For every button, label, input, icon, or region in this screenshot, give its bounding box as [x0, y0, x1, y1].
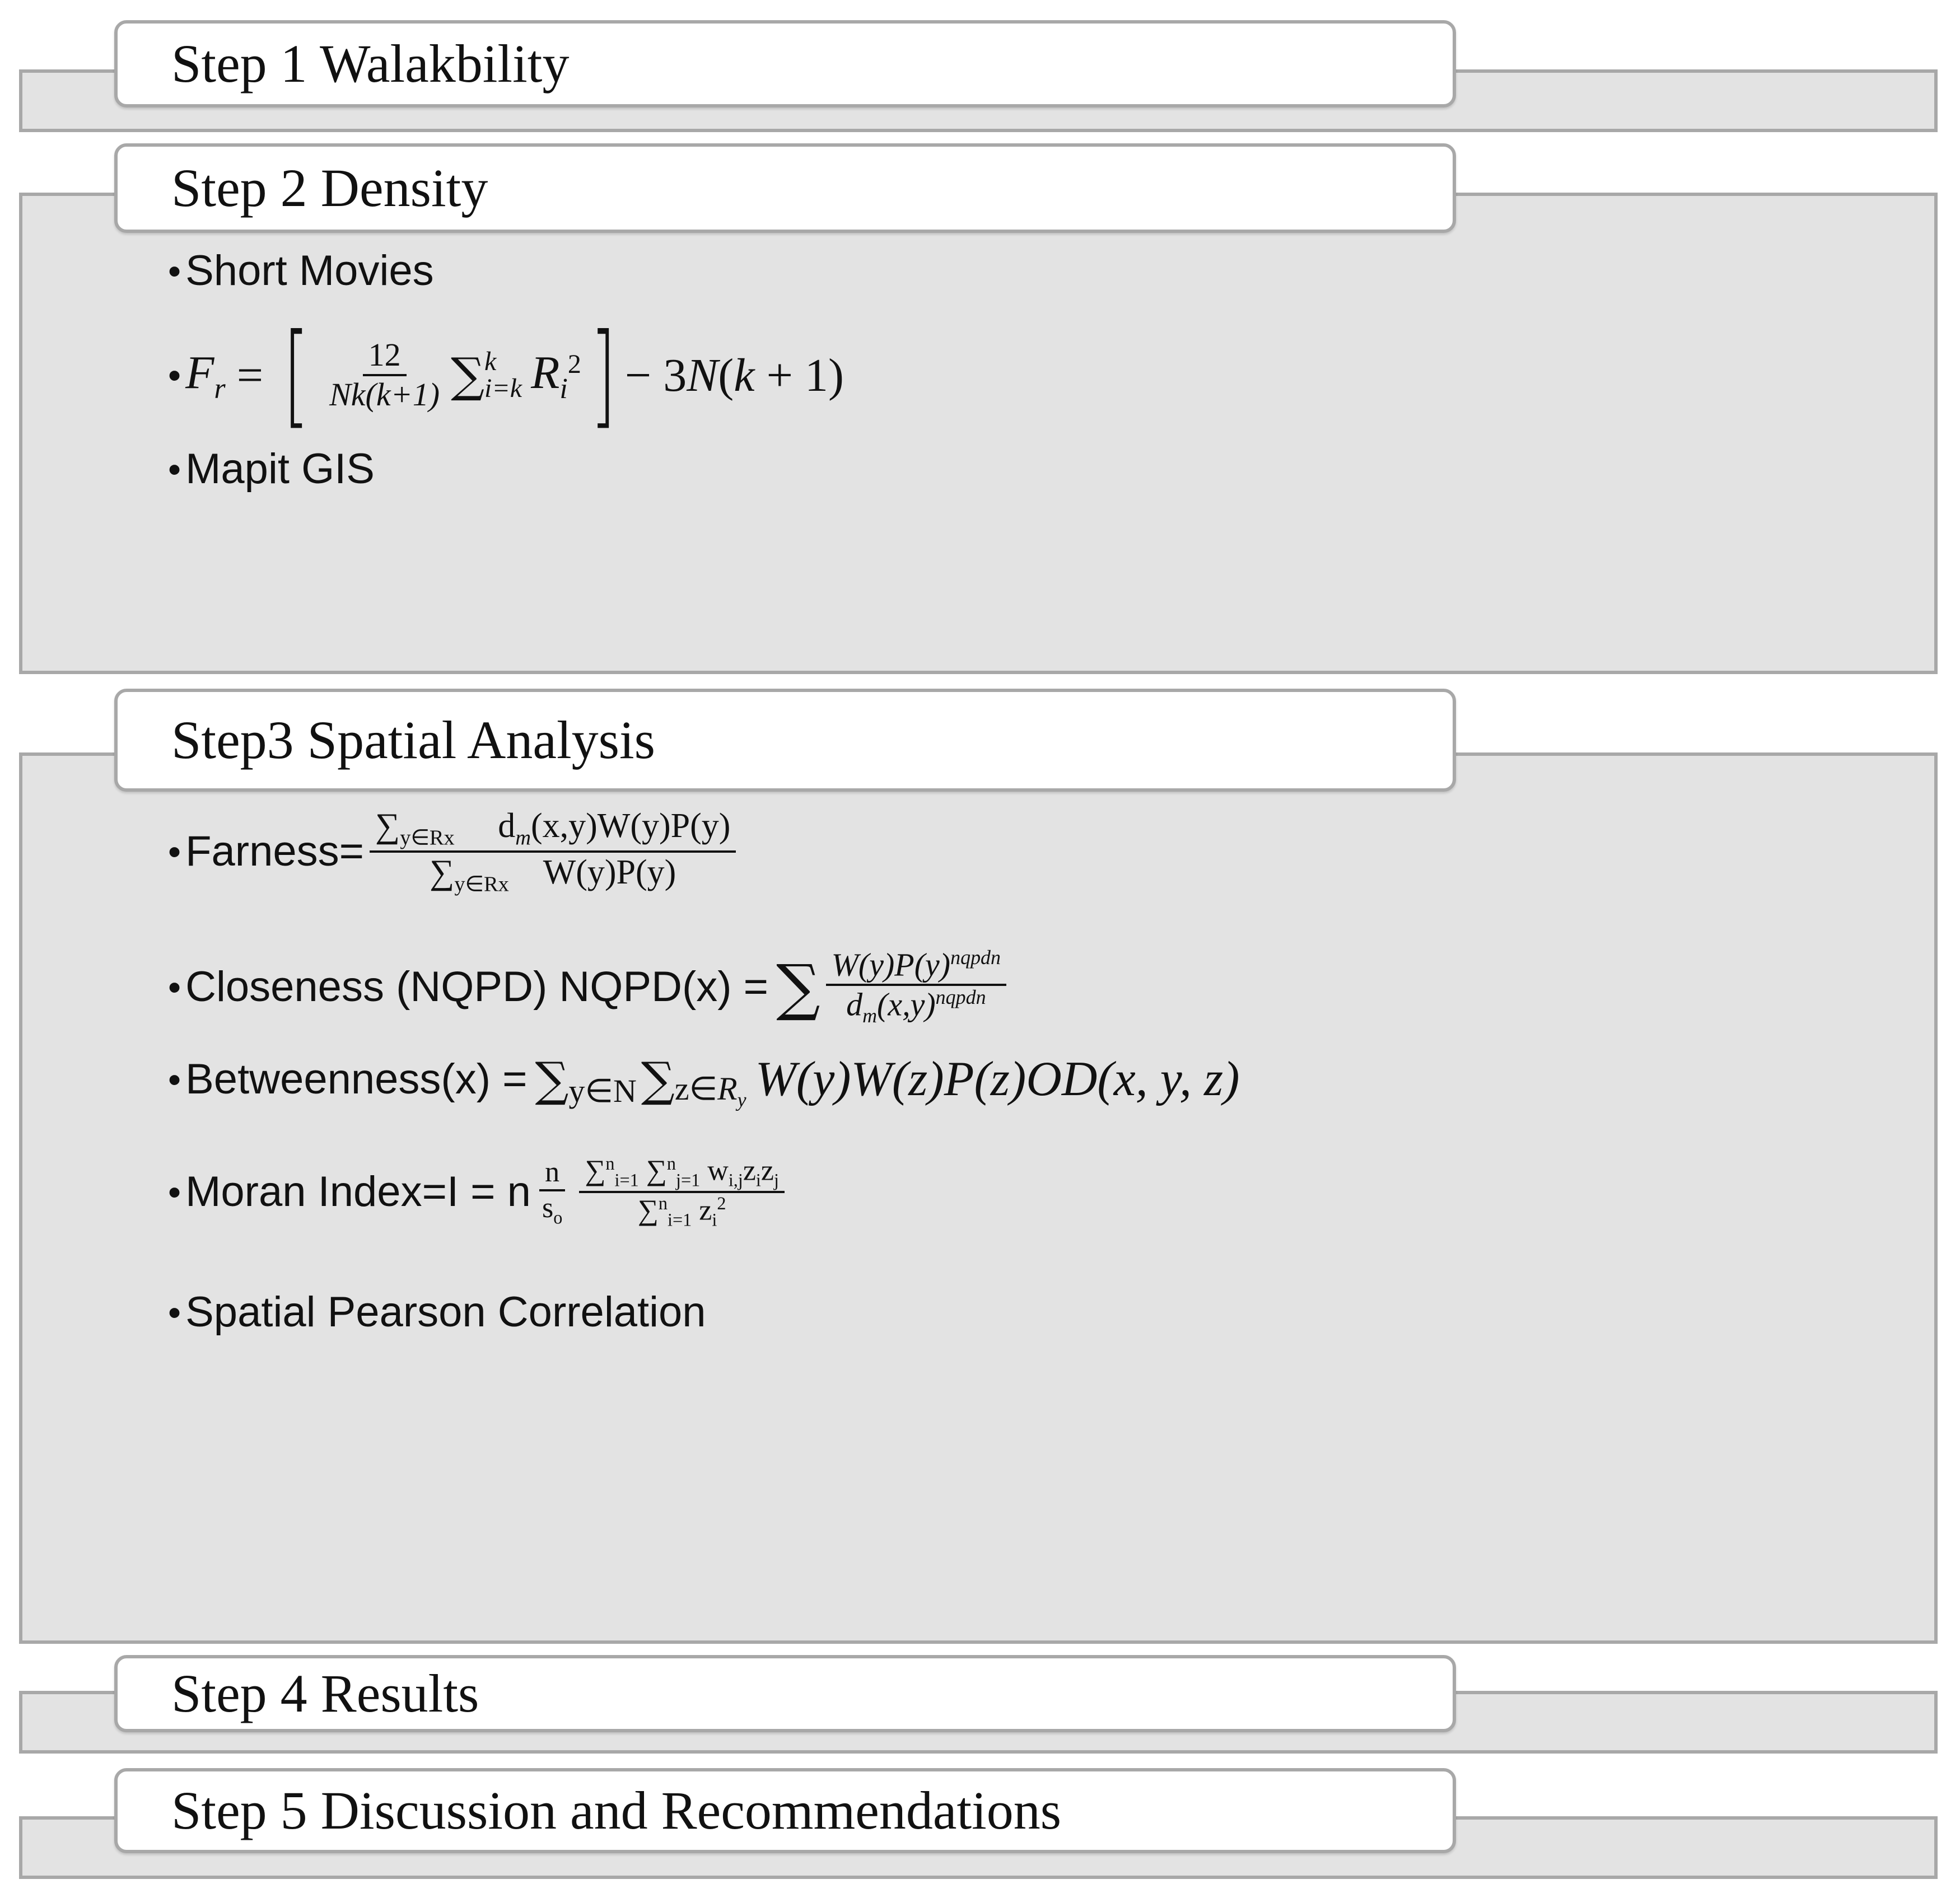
- step3-title: Step3 Spatial Analysis: [171, 710, 655, 770]
- list-item: •Spatial Pearson Correlation: [168, 1288, 706, 1336]
- step2-header: Step 2 Density: [114, 143, 1456, 233]
- farness-formula: •Farness= ∑y∈Rx dm(x,y)W(y)P(y) ∑y∈Rx W(…: [168, 806, 741, 896]
- step5-header: Step 5 Discussion and Recommendations: [114, 1768, 1456, 1853]
- step4-header: Step 4 Results: [114, 1655, 1456, 1732]
- step5-title: Step 5 Discussion and Recommendations: [171, 1780, 1062, 1840]
- step2-panel: [19, 193, 1938, 674]
- closeness-formula: •Closeness (NQPD) NQPD(x) = ∑ W(y)P(y)nq…: [168, 946, 1012, 1027]
- betweenness-formula: •Betweenness(x) = ∑y∈N ∑z∈Ry W(y)W(z)P(z…: [168, 1051, 1240, 1111]
- step4-title: Step 4 Results: [171, 1663, 479, 1723]
- step2-title: Step 2 Density: [171, 158, 488, 218]
- list-item: •Short Movies: [168, 247, 434, 294]
- step1-title: Step 1 Walakbility: [171, 34, 570, 94]
- list-item: •Mapit GIS: [168, 445, 375, 493]
- step3-panel: [19, 752, 1938, 1644]
- step1-header: Step 1 Walakbility: [114, 20, 1456, 107]
- step3-header: Step3 Spatial Analysis: [114, 689, 1456, 792]
